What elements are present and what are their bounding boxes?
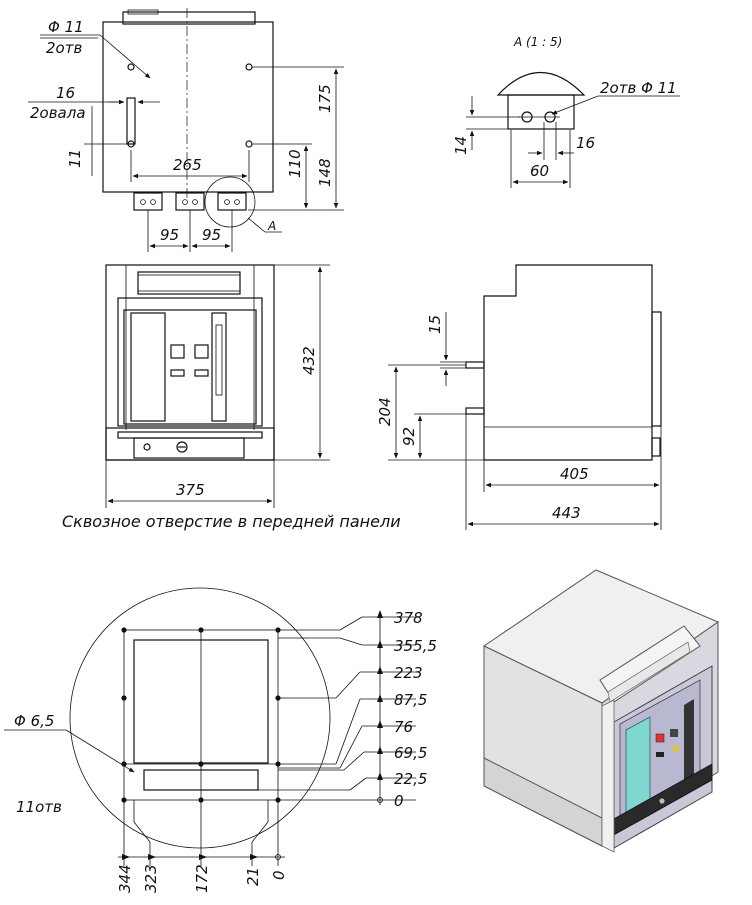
mounting-hole-1 — [127, 63, 135, 71]
detail-a-view: A (1 : 5) 2отв Φ 11 14 16 60 — [452, 35, 680, 188]
dim-16-label: 16 — [576, 134, 595, 152]
ordinate-h-172: 172 — [193, 864, 211, 893]
terminal-3 — [217, 192, 247, 211]
hole-callout-count: 2отв — [46, 39, 82, 57]
dim-60-label: 60 — [530, 162, 549, 180]
dim-110-label: 110 — [286, 149, 304, 178]
side-view: 15 204 92 405 443 — [376, 264, 662, 530]
dim-175-label: 175 — [316, 84, 334, 113]
dim-11-label: 11 — [66, 149, 84, 168]
ordinate-v-0: 0 — [394, 792, 404, 810]
dim-95a-label: 95 — [160, 226, 179, 244]
detail-hole-callout: 2отв Φ 11 — [600, 79, 677, 97]
ordinate-h-21: 21 — [244, 867, 262, 886]
front-panel-caption: Сквозное отверстие в передней панели — [62, 512, 401, 531]
ordinate-h-323: 323 — [142, 864, 160, 893]
dim-432-label: 432 — [300, 346, 318, 375]
isometric-view — [483, 569, 720, 853]
top-view: A Φ 11 2отв 16 2овала 11 265 175 110 148 — [28, 8, 344, 252]
ordinate-v-69-5: 69,5 — [394, 744, 427, 762]
front-view: 432 375 — [105, 264, 330, 508]
ordinate-h-344: 344 — [116, 864, 134, 893]
front-window — [130, 312, 166, 422]
ordinate-v-378: 378 — [394, 609, 423, 627]
ordinate-v-76: 76 — [394, 718, 413, 736]
cutout-hole-count: 11отв — [16, 798, 62, 816]
dim-265-label: 265 — [173, 156, 202, 174]
dim-405-label: 405 — [560, 465, 589, 483]
dim-148-label: 148 — [316, 158, 334, 187]
ordinate-v-87-5: 87,5 — [394, 691, 427, 709]
ordinate-v-355-5: 355,5 — [394, 637, 437, 655]
dim-443-label: 443 — [552, 504, 581, 522]
indicator-light — [655, 733, 665, 743]
ordinate-v-223: 223 — [394, 664, 423, 682]
dim-204-label: 204 — [376, 397, 394, 426]
dim-95b-label: 95 — [202, 226, 221, 244]
dim-15-label: 15 — [426, 315, 444, 334]
slot-callout-count: 2овала — [30, 104, 86, 122]
detail-ref-label: A — [267, 219, 276, 233]
hole-callout-diameter: Φ 11 — [48, 18, 84, 36]
dim-375-label: 375 — [176, 481, 205, 499]
terminal-1 — [133, 192, 163, 211]
detail-a-title: A (1 : 5) — [513, 35, 562, 49]
mounting-hole-2 — [245, 63, 253, 71]
detail-a-circle — [204, 176, 256, 228]
dim-92-label: 92 — [400, 427, 418, 446]
panel-cutout-view: 378 355,5 223 87,5 76 69,5 22,5 0 344 32… — [4, 587, 437, 893]
oval-slot-1 — [126, 97, 136, 145]
cutout-hole-callout: Φ 6,5 — [14, 712, 54, 730]
ordinate-h-0: 0 — [270, 870, 288, 880]
slot-callout-width: 16 — [56, 84, 75, 102]
ordinate-v-22-5: 22,5 — [394, 770, 427, 788]
terminal-2 — [175, 192, 205, 211]
dim-14-label: 14 — [452, 136, 470, 155]
